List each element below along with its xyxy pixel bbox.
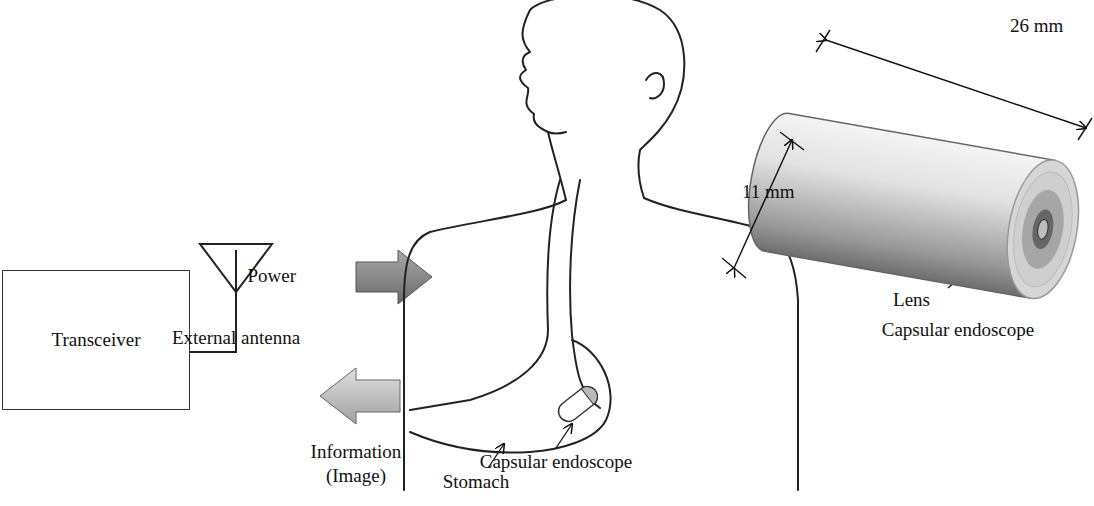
lens-label: Lens — [893, 288, 930, 312]
transceiver-box: Transceiver — [2, 270, 190, 410]
capsule-endoscope — [739, 109, 1088, 304]
capsule-in-stomach — [555, 383, 602, 426]
human-body — [404, 0, 798, 490]
figure-caption: Capsular endoscope — [882, 318, 1034, 342]
information-arrow — [320, 368, 400, 424]
capsule-label: Capsular endoscope — [480, 450, 632, 474]
antenna-label: External antenna — [172, 326, 300, 350]
power-label: Power — [247, 264, 296, 288]
dimension-label: 26 mm — [1010, 14, 1063, 38]
power-arrow — [356, 250, 432, 304]
node-label: Transceiver — [52, 329, 141, 352]
dimension-label: 11 mm — [742, 180, 795, 204]
dimension-lines — [722, 30, 1092, 278]
information-label: Information (Image) — [306, 440, 406, 488]
stomach-label: Stomach — [443, 470, 510, 494]
